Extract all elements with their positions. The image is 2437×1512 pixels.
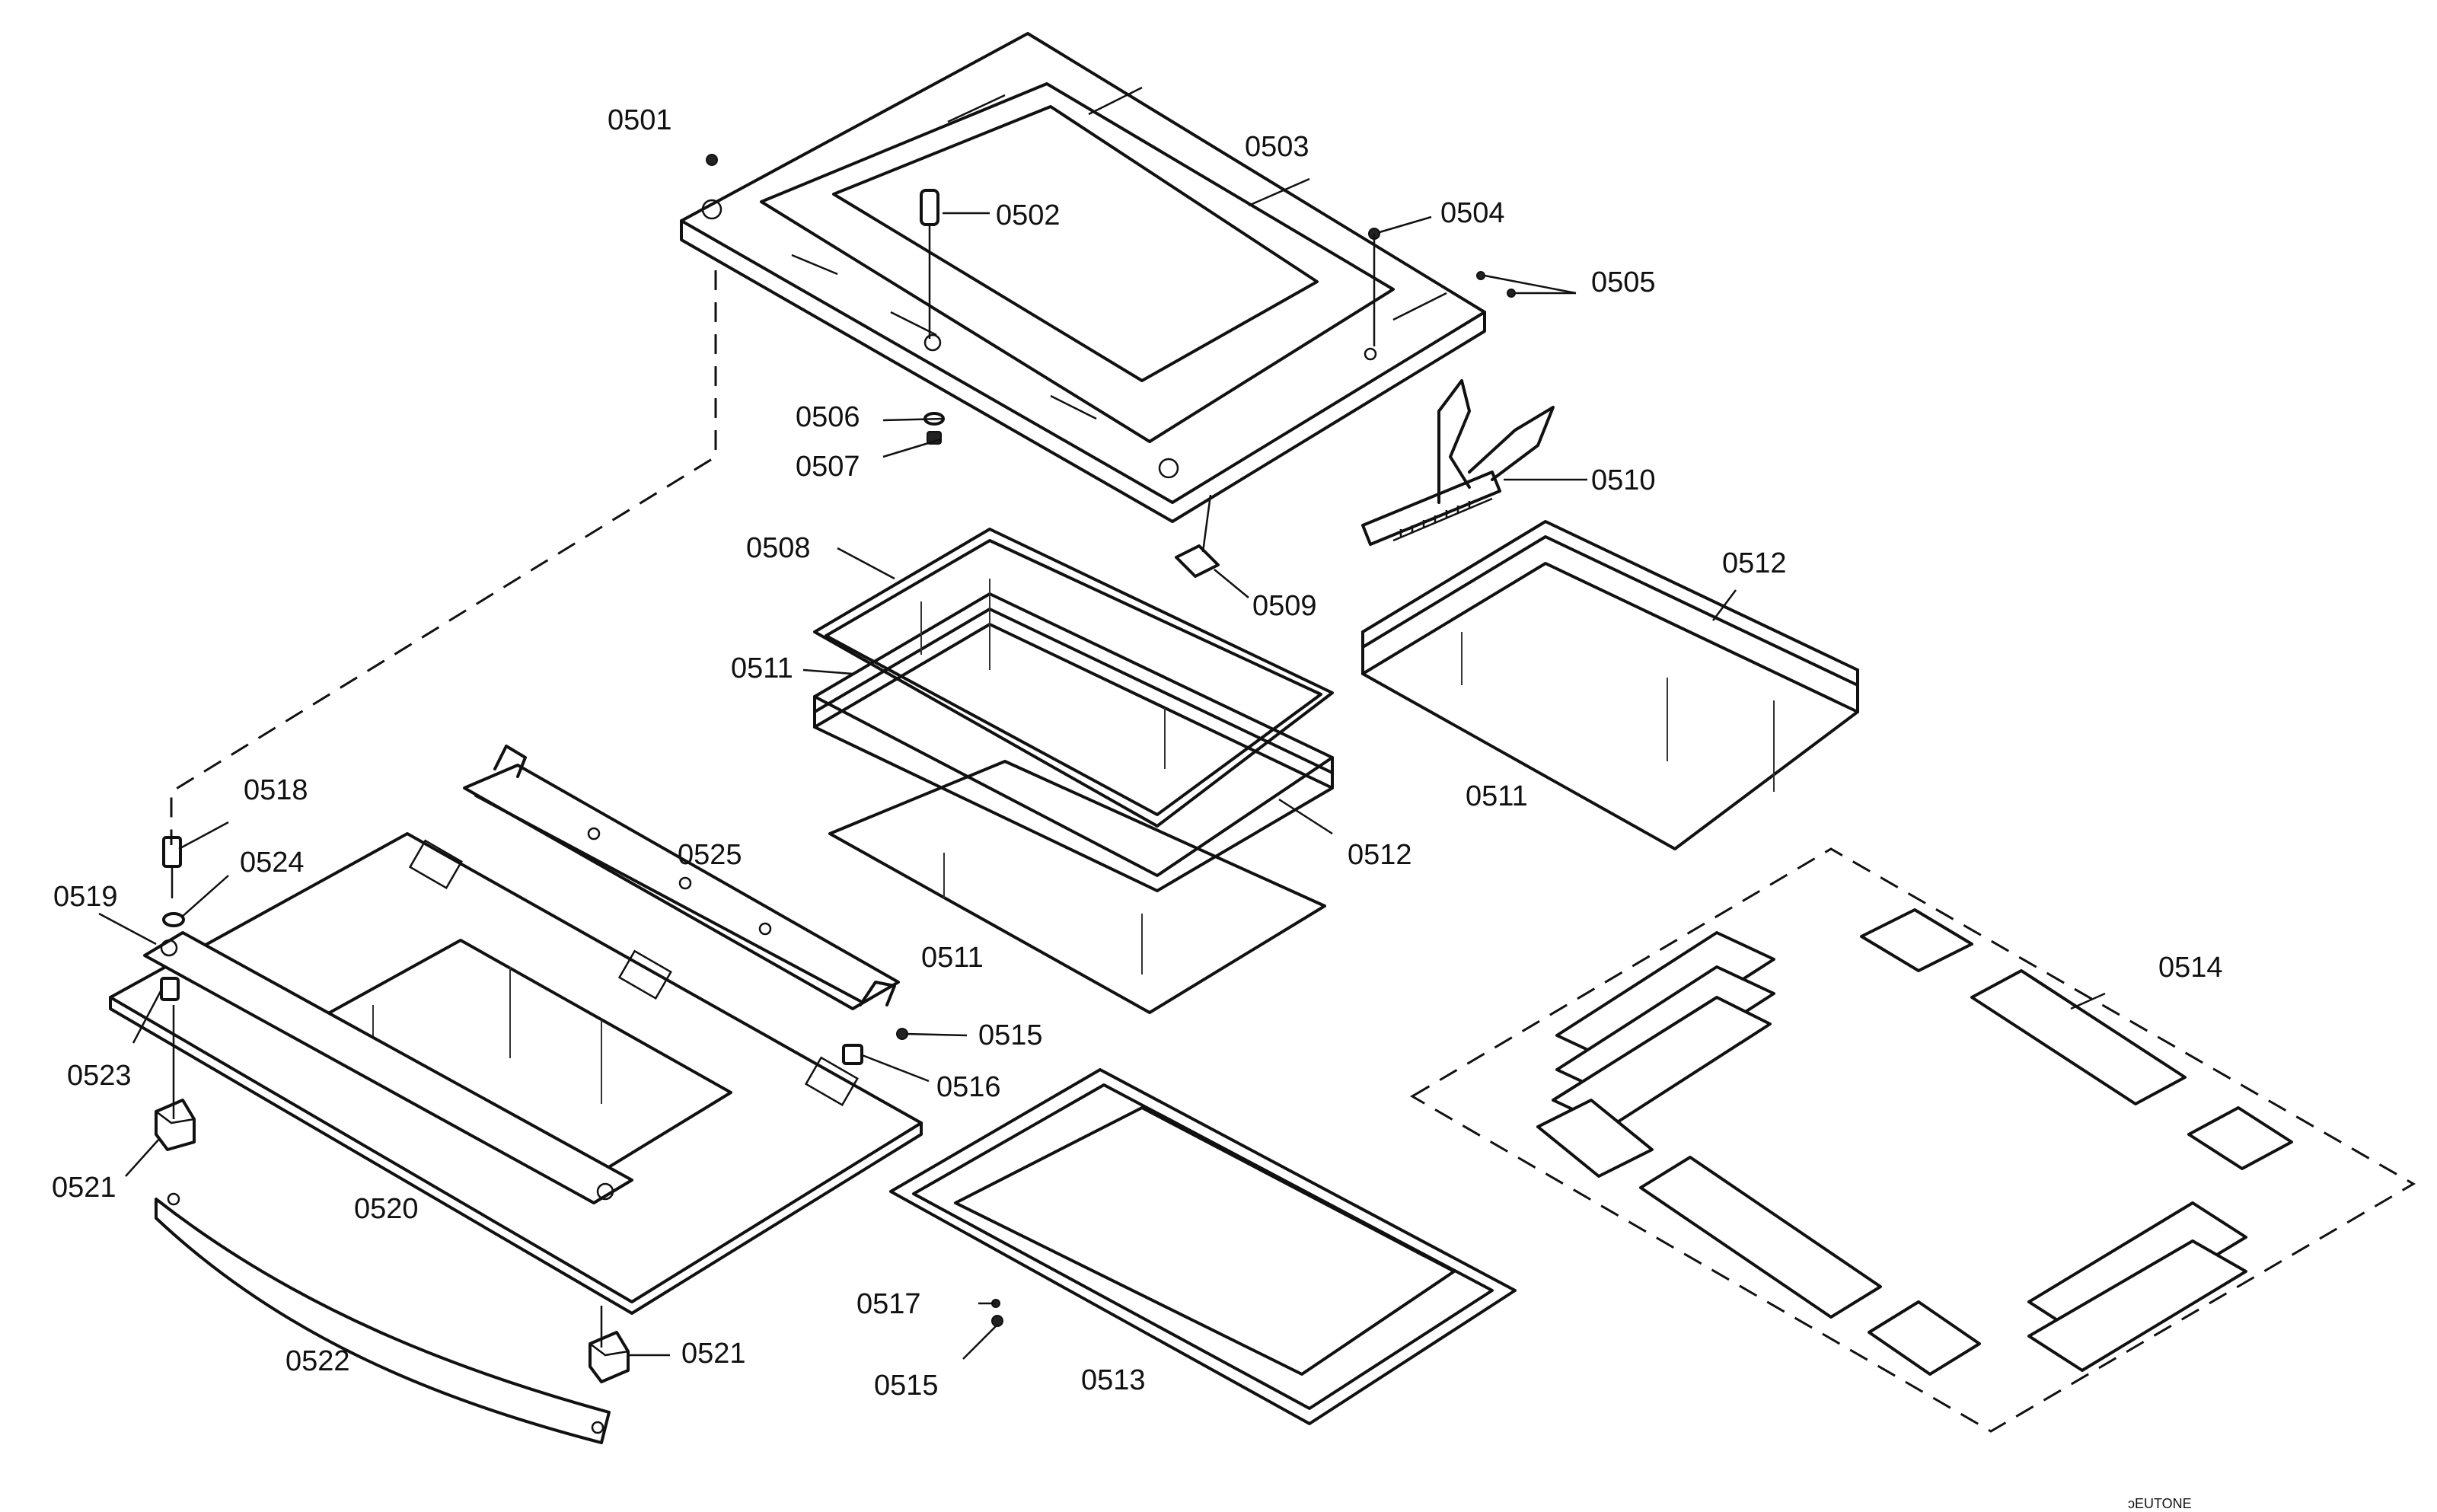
label-0503: 0503 [1245, 131, 1309, 163]
label-0521-right: 0521 [681, 1338, 746, 1370]
part-0522-handle [155, 1192, 611, 1444]
leader-lines [98, 212, 2106, 1360]
part-0524-washer [162, 912, 185, 927]
label-0518: 0518 [244, 774, 308, 806]
part-0509-clip [1175, 544, 1220, 578]
label-0519: 0519 [53, 881, 118, 913]
part-0510-hinge [1361, 379, 1555, 546]
label-0501: 0501 [608, 104, 672, 136]
label-0517: 0517 [856, 1288, 921, 1320]
brand-mark: ɔEUTONE [2128, 1496, 2192, 1511]
part-0515-screw-a [896, 1028, 908, 1040]
label-0509: 0509 [1252, 590, 1317, 622]
label-0520: 0520 [354, 1193, 419, 1225]
label-0523: 0523 [67, 1060, 132, 1092]
alignment-lines [170, 270, 717, 1348]
part-0521-end-cap-left [155, 1099, 196, 1151]
label-0522: 0522 [285, 1345, 350, 1377]
part-0502-pin [920, 189, 939, 339]
part-0501-screw [706, 154, 718, 166]
part-0521-end-cap-right [589, 1331, 630, 1383]
label-0512-center: 0512 [1348, 839, 1412, 871]
label-0512-right: 0512 [1722, 547, 1787, 579]
part-0503-inner-door-panel [680, 32, 1486, 523]
part-0516-clip [842, 1044, 863, 1065]
label-0515-lower: 0515 [874, 1370, 939, 1402]
label-0516: 0516 [936, 1071, 1001, 1103]
label-0513: 0513 [1081, 1364, 1146, 1396]
part-0515-screw-b [991, 1315, 1003, 1327]
label-0511-lower: 0511 [921, 942, 984, 974]
label-0507: 0507 [796, 451, 860, 483]
label-0505: 0505 [1591, 266, 1656, 298]
part-0523-spacer [160, 977, 180, 1001]
label-0524: 0524 [240, 847, 305, 879]
part-0514-packaging-set [1410, 847, 2416, 1433]
part-0505-screws [1476, 271, 1516, 298]
label-0521-left: 0521 [52, 1172, 116, 1204]
label-0510: 0510 [1591, 464, 1656, 496]
label-0502: 0502 [996, 199, 1061, 231]
part-0519-handle-strip [143, 931, 633, 1204]
label-0525: 0525 [678, 839, 742, 871]
part-0513-frame [889, 1068, 1517, 1425]
part-0504-screw [1368, 228, 1380, 346]
part-0512-glass-pane-right [1361, 520, 1859, 850]
label-0511-right: 0511 [1466, 780, 1528, 812]
part-0520-outer-door-glass [109, 832, 923, 1315]
part-0525-bracket [463, 745, 900, 1010]
label-0508: 0508 [746, 532, 811, 564]
label-0515-upper: 0515 [978, 1019, 1043, 1051]
label-0504: 0504 [1440, 197, 1505, 229]
part-labels: 0501 0503 0502 0504 0505 0506 0507 0510 … [52, 104, 2223, 1511]
label-0506: 0506 [796, 401, 860, 433]
part-0508-glass-gasket-stack [813, 528, 1334, 1014]
part-0518-spacer [162, 836, 182, 898]
label-0514: 0514 [2158, 952, 2223, 984]
label-0511-center: 0511 [731, 652, 793, 684]
